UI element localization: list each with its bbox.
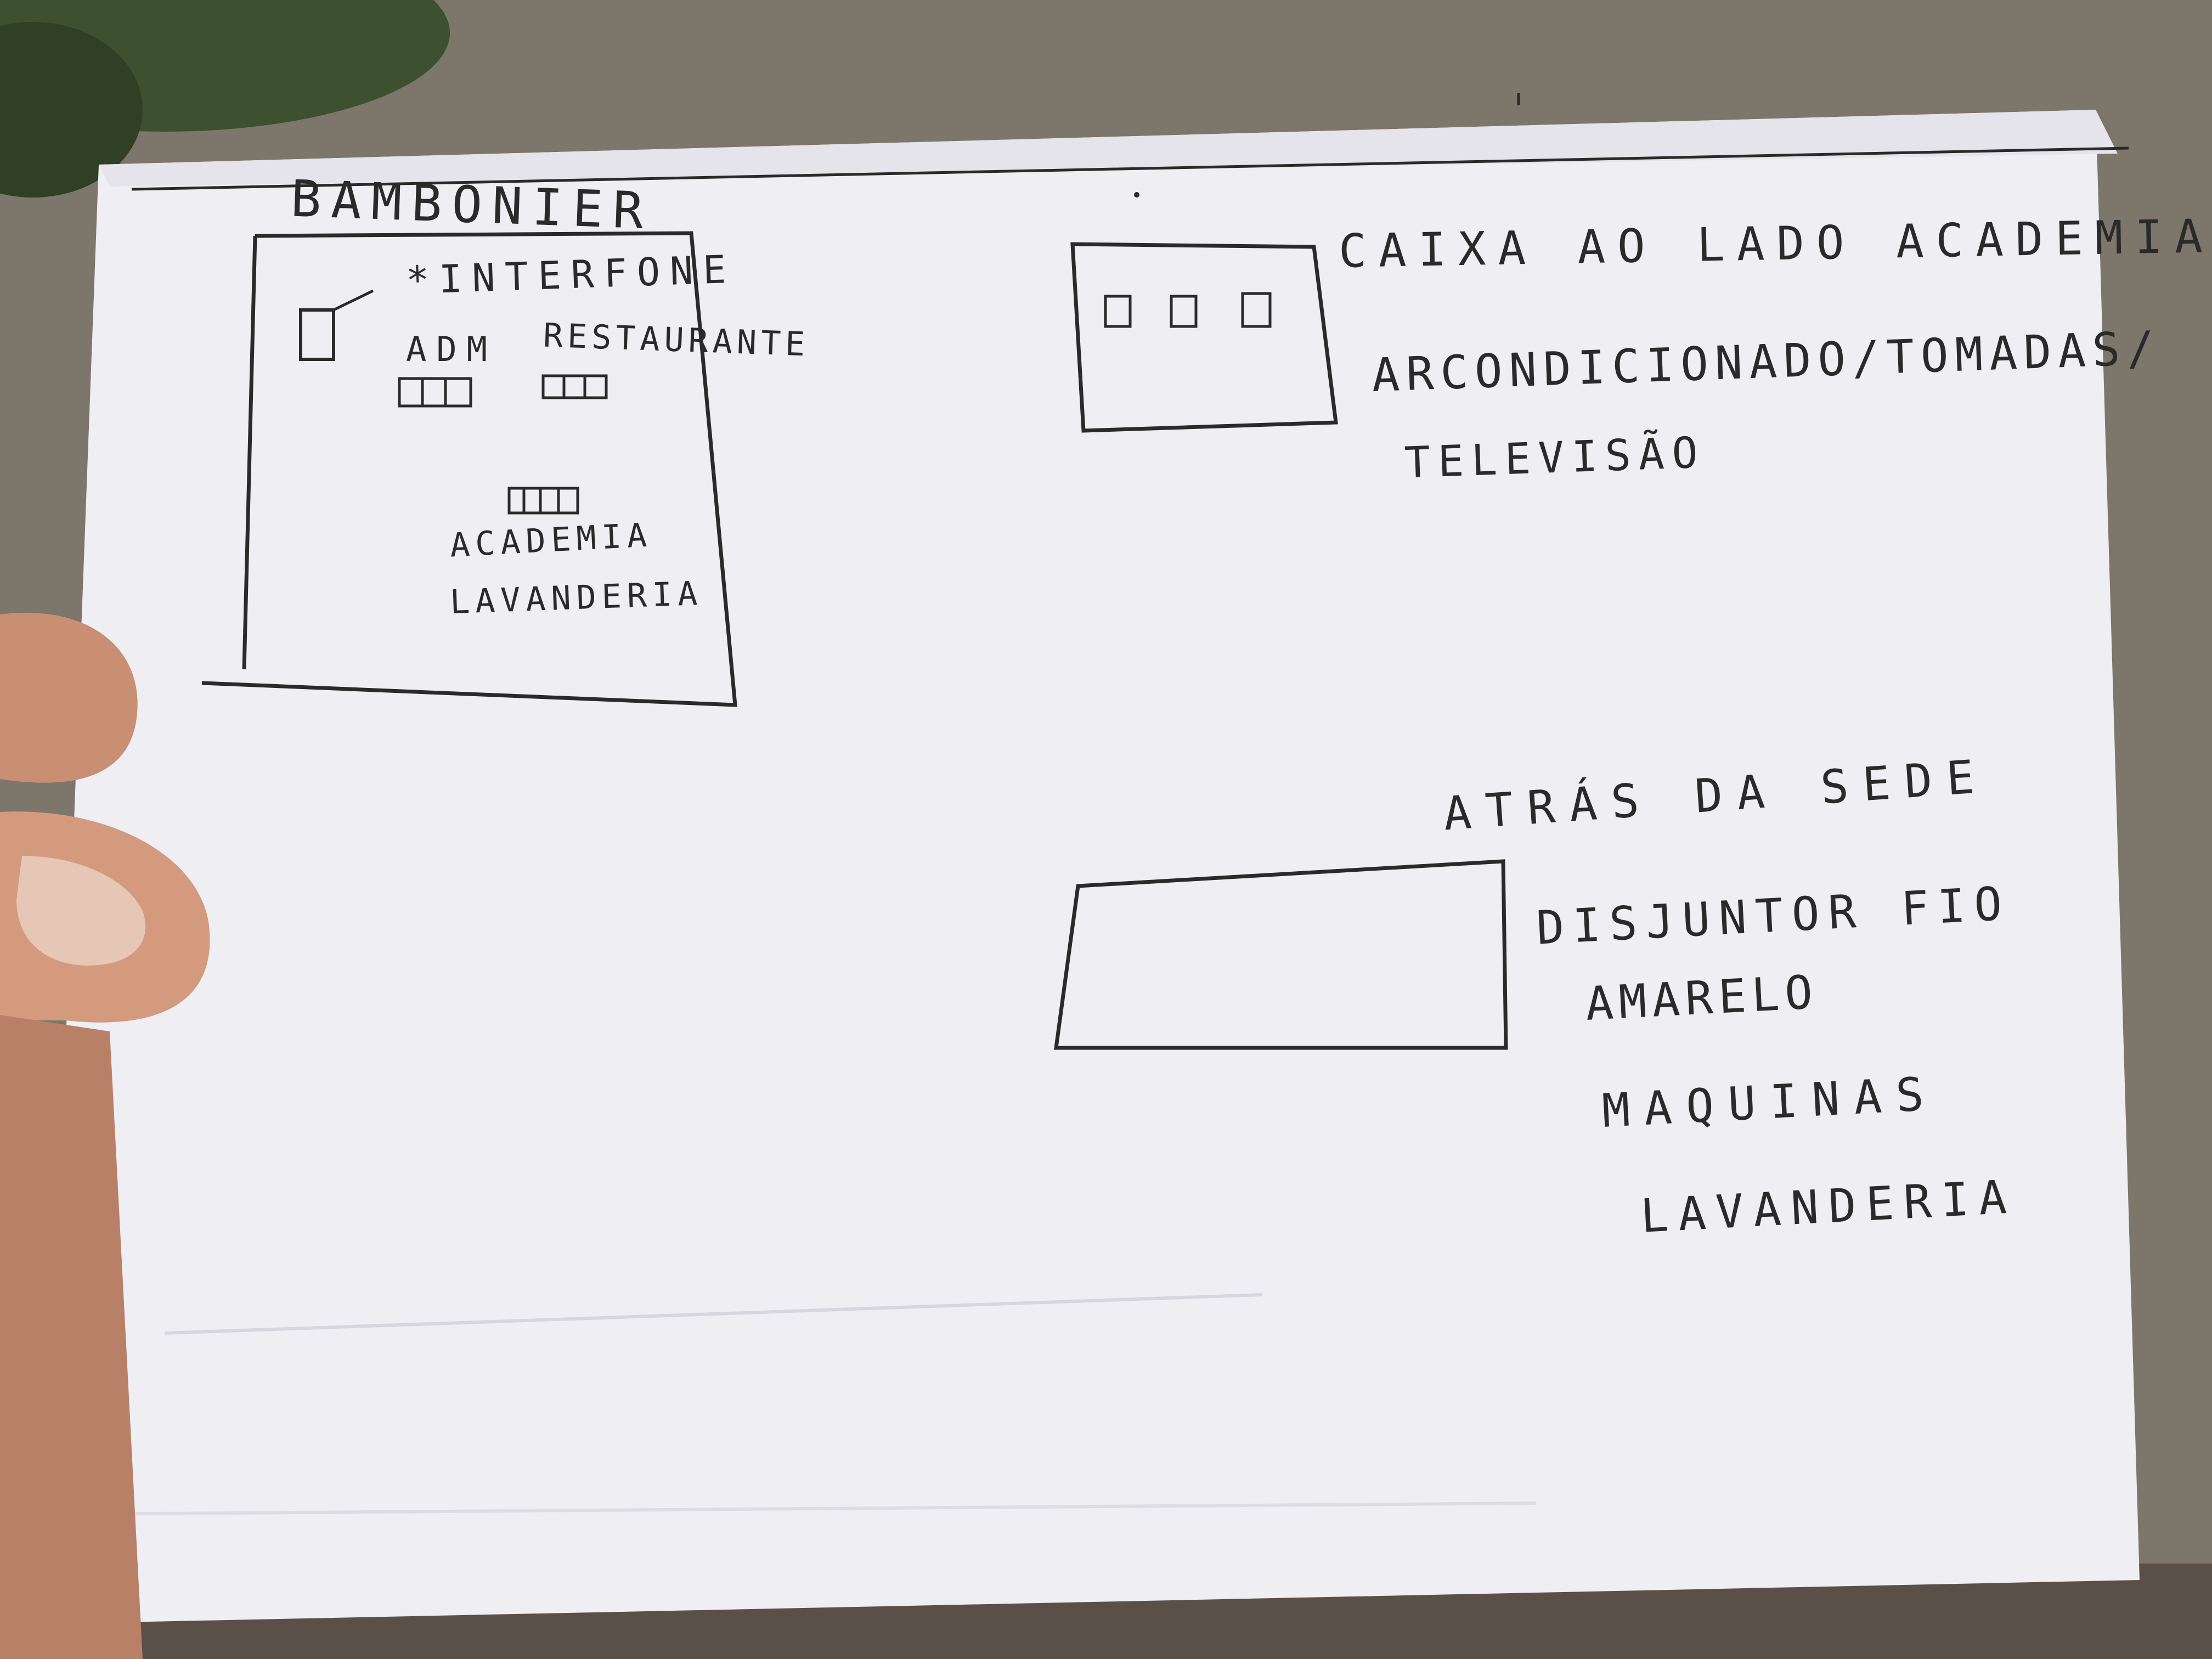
faint-bleed-line bbox=[164, 1293, 1262, 1335]
caixa-outlet-2 bbox=[1170, 295, 1198, 328]
faint-bleed-line-2 bbox=[76, 1502, 1537, 1516]
adm-label: ADM bbox=[406, 329, 497, 369]
finger bbox=[0, 612, 138, 783]
interfone-box bbox=[299, 308, 335, 361]
adm-switch-panel bbox=[398, 377, 472, 408]
foliage-dark bbox=[0, 22, 143, 198]
paper-fold bbox=[99, 110, 2118, 187]
academia-switch-panel bbox=[507, 487, 579, 515]
restaurante-switch-panel bbox=[541, 374, 608, 399]
caixa-box bbox=[1070, 242, 1338, 433]
pen-dot bbox=[1134, 192, 1139, 198]
hand bbox=[0, 1015, 143, 1659]
thumbnail bbox=[16, 856, 146, 966]
top-line bbox=[131, 146, 2129, 191]
building-outline bbox=[201, 231, 737, 707]
building-left-wall bbox=[242, 235, 257, 670]
caixa-outlet-3 bbox=[1241, 292, 1272, 328]
disjuntor-box bbox=[1053, 859, 1508, 1050]
televisao-label: Televisão bbox=[1403, 428, 1707, 488]
caixa-outlet-1 bbox=[1104, 295, 1132, 328]
interfone-pointer bbox=[332, 289, 374, 312]
